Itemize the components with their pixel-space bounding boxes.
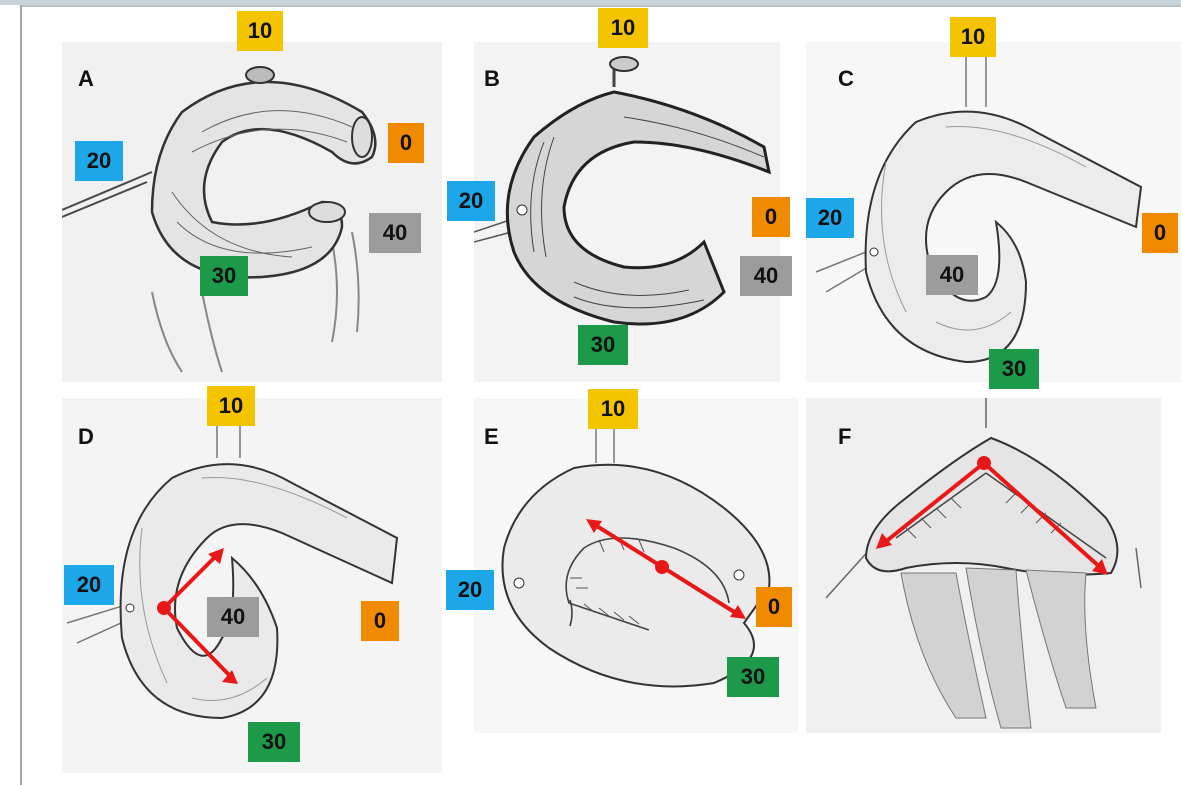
panel-c-tag-0: 0 <box>1142 213 1178 253</box>
panel-b-tag-40: 40 <box>740 256 792 296</box>
panel-b-letter: B <box>484 66 500 92</box>
panel-c-tag-20: 20 <box>806 198 854 238</box>
panel-f-letter: F <box>838 424 851 450</box>
panel-a-tag-0: 0 <box>388 123 424 163</box>
panel-a-letter: A <box>78 66 94 92</box>
panel-c <box>806 42 1181 382</box>
panel-a-drawing <box>62 42 442 382</box>
panel-c-tag-10: 10 <box>950 17 996 57</box>
panel-c-tag-30: 30 <box>989 349 1039 389</box>
panel-a-tag-10: 10 <box>237 11 283 51</box>
panel-d-tag-10: 10 <box>207 386 255 426</box>
panel-b-tag-30: 30 <box>578 325 628 365</box>
panel-d-tag-20: 20 <box>64 565 114 605</box>
panel-d-tag-40: 40 <box>207 597 259 637</box>
panel-e-red-arrow <box>584 515 754 625</box>
panel-c-drawing <box>806 42 1181 382</box>
panel-e-letter: E <box>484 424 499 450</box>
panel-a-tag-40: 40 <box>369 213 421 253</box>
panel-a-tag-20: 20 <box>75 141 123 181</box>
panel-e-tag-20: 20 <box>446 570 494 610</box>
panel-d-letter: D <box>78 424 94 450</box>
panel-f-red-arrows <box>870 455 1110 580</box>
left-border <box>20 5 22 785</box>
panel-e-tag-10: 10 <box>588 389 638 429</box>
panel-e-tag-30: 30 <box>727 657 779 697</box>
panel-c-tag-40: 40 <box>926 255 978 295</box>
panel-d-tag-0: 0 <box>361 601 399 641</box>
panel-b-tag-0: 0 <box>752 197 790 237</box>
panel-c-letter: C <box>838 66 854 92</box>
top-inner-border <box>20 5 1181 7</box>
panel-b-tag-20: 20 <box>447 181 495 221</box>
panel-b-tag-10: 10 <box>598 8 648 48</box>
panel-d-tag-30: 30 <box>248 722 300 762</box>
panel-a <box>62 42 442 382</box>
panel-e-tag-0: 0 <box>756 587 792 627</box>
panel-a-tag-30: 30 <box>200 256 248 296</box>
